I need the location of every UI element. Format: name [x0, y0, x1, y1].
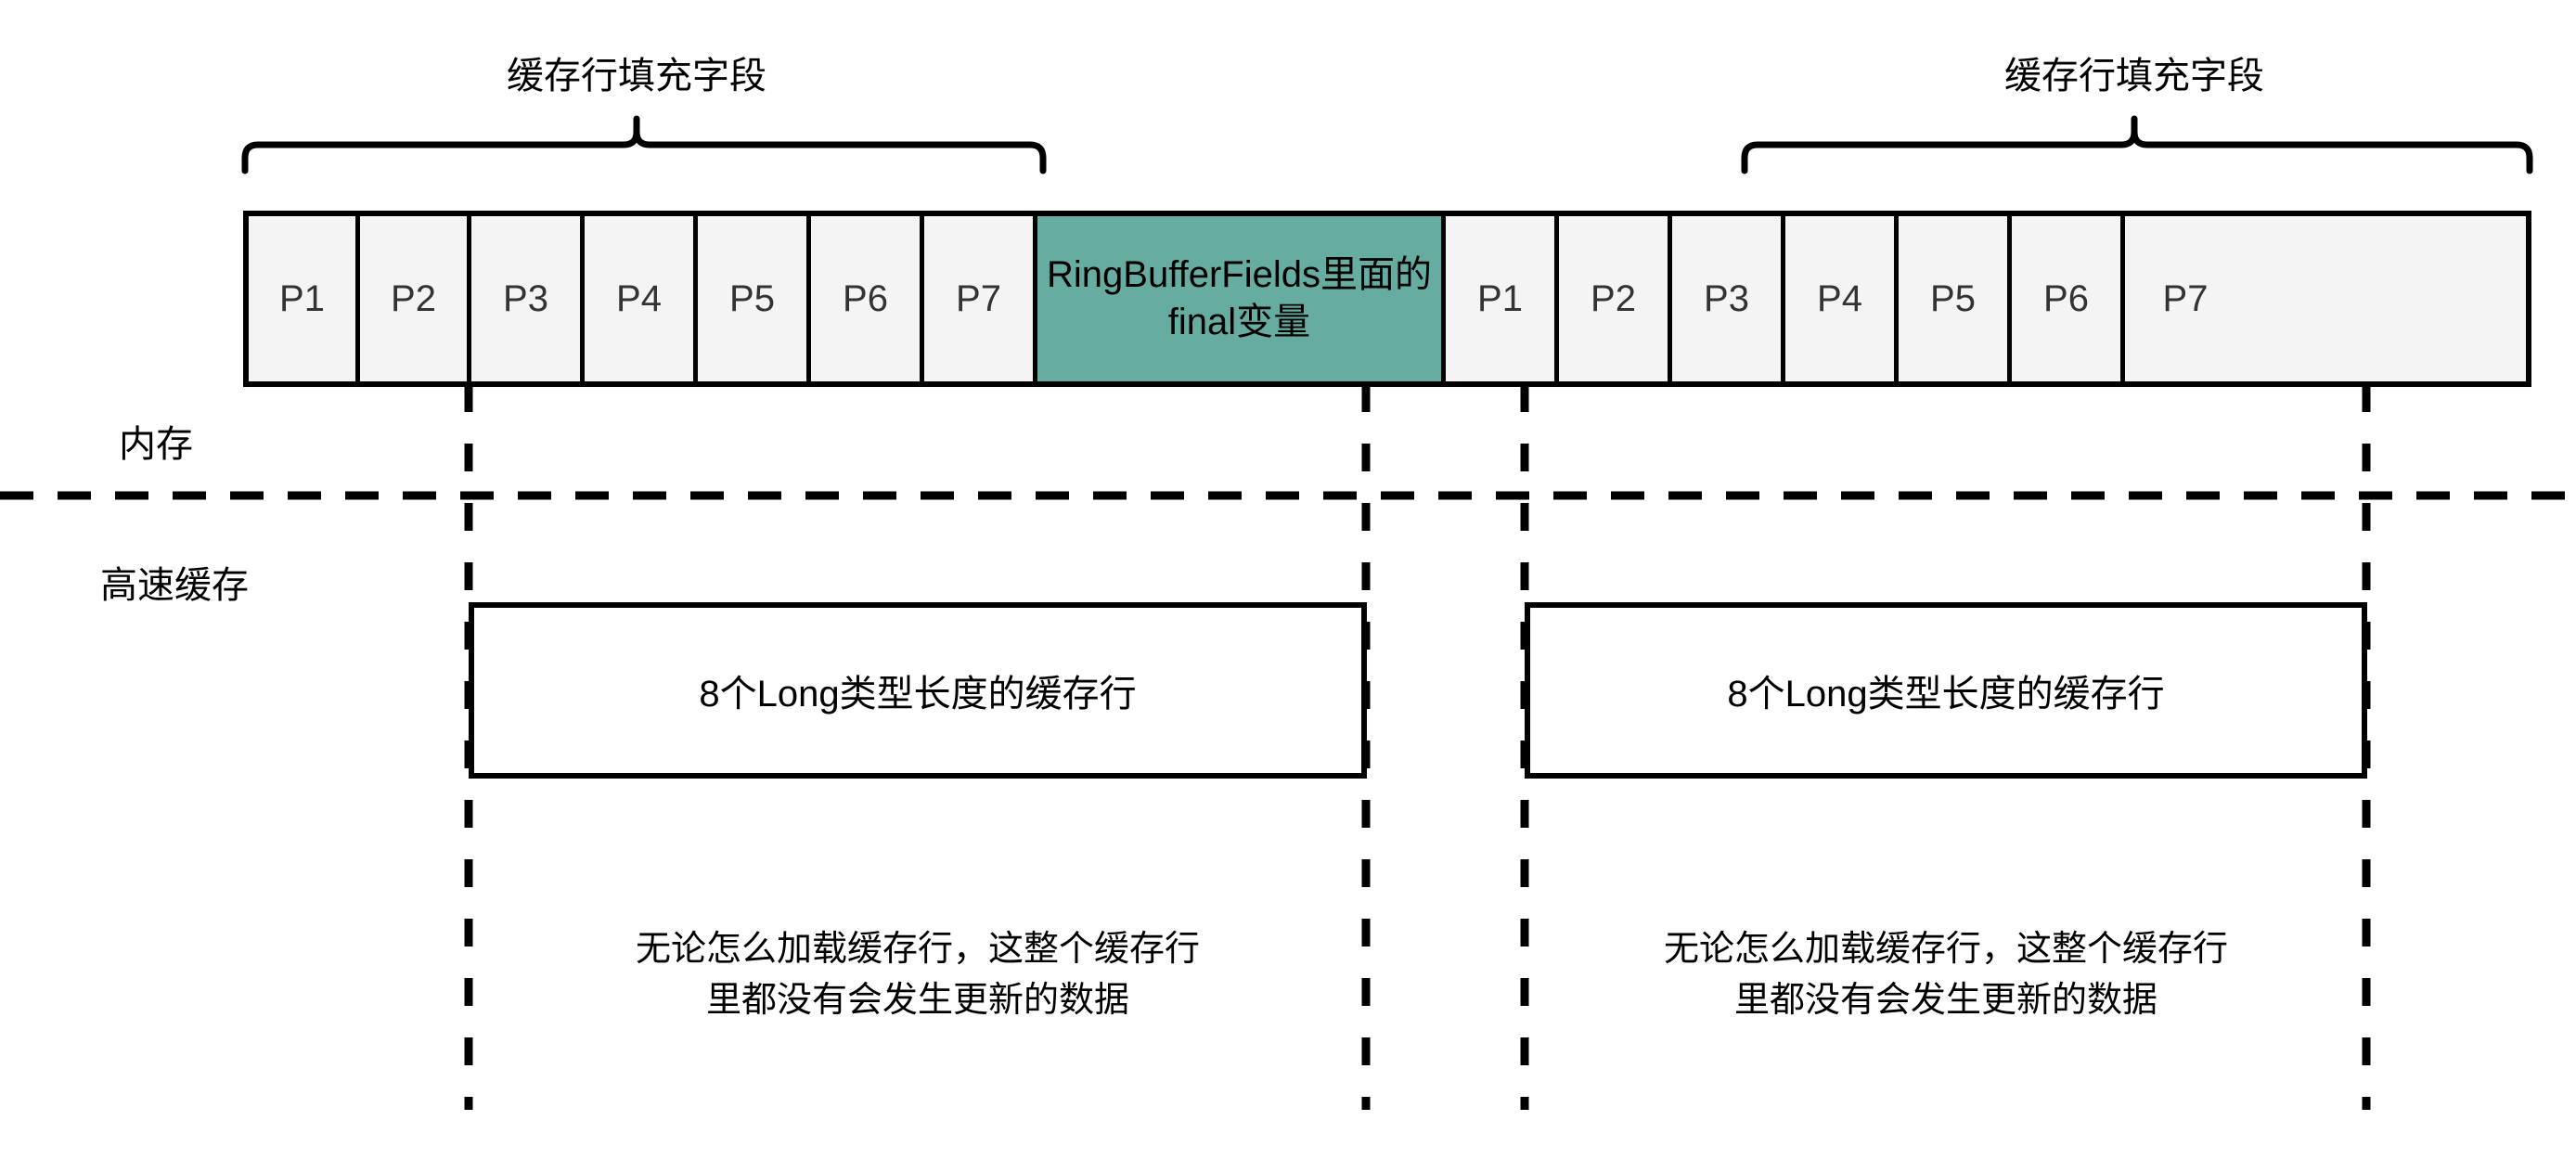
cache-line-label-right: 8个Long类型长度的缓存行 — [1727, 674, 2165, 715]
memory-layout-bar: P1 P2 P3 P4 P5 P6 P7 RingBufferFields里面的… — [243, 211, 2531, 387]
cache-line-note-left: 无论怎么加载缓存行，这整个缓存行 里都没有会发生更新的数据 — [635, 930, 1200, 1021]
memory-cell-right-p4: P4 — [1785, 216, 1899, 381]
left-brace-icon — [241, 115, 1047, 174]
memory-cell-right-p7: P7 — [2125, 216, 2246, 381]
label-memory: 内存 — [119, 424, 193, 465]
memory-cell-left-p4: P4 — [585, 216, 698, 381]
memory-cell-left-p5: P5 — [698, 216, 811, 381]
memory-cell-left-p2: P2 — [360, 216, 471, 381]
memory-cell-right-p5: P5 — [1899, 216, 2012, 381]
label-left-padding-title: 缓存行填充字段 — [507, 56, 766, 97]
right-brace-icon — [1741, 115, 2533, 174]
memory-cell-right-p1: P1 — [1446, 216, 1559, 381]
cache-line-note-right: 无论怎么加载缓存行，这整个缓存行 里都没有会发生更新的数据 — [1663, 930, 2228, 1021]
memory-cell-final-fields: RingBufferFields里面的 final变量 — [1037, 216, 1446, 381]
memory-cell-right-p6: P6 — [2012, 216, 2125, 381]
label-right-padding-title: 缓存行填充字段 — [2004, 56, 2264, 97]
memory-cell-left-p3: P3 — [471, 216, 585, 381]
label-cache: 高速缓存 — [100, 565, 249, 606]
cache-line-label-left: 8个Long类型长度的缓存行 — [699, 674, 1137, 715]
cache-line-box-right: 8个Long类型长度的缓存行 — [1525, 602, 2367, 779]
memory-cell-left-p1: P1 — [249, 216, 360, 381]
memory-cell-right-p3: P3 — [1672, 216, 1785, 381]
memory-cell-left-p7: P7 — [924, 216, 1037, 381]
memory-cell-left-p6: P6 — [811, 216, 924, 381]
memory-cell-right-p2: P2 — [1559, 216, 1672, 381]
cache-line-box-left: 8个Long类型长度的缓存行 — [469, 602, 1367, 779]
